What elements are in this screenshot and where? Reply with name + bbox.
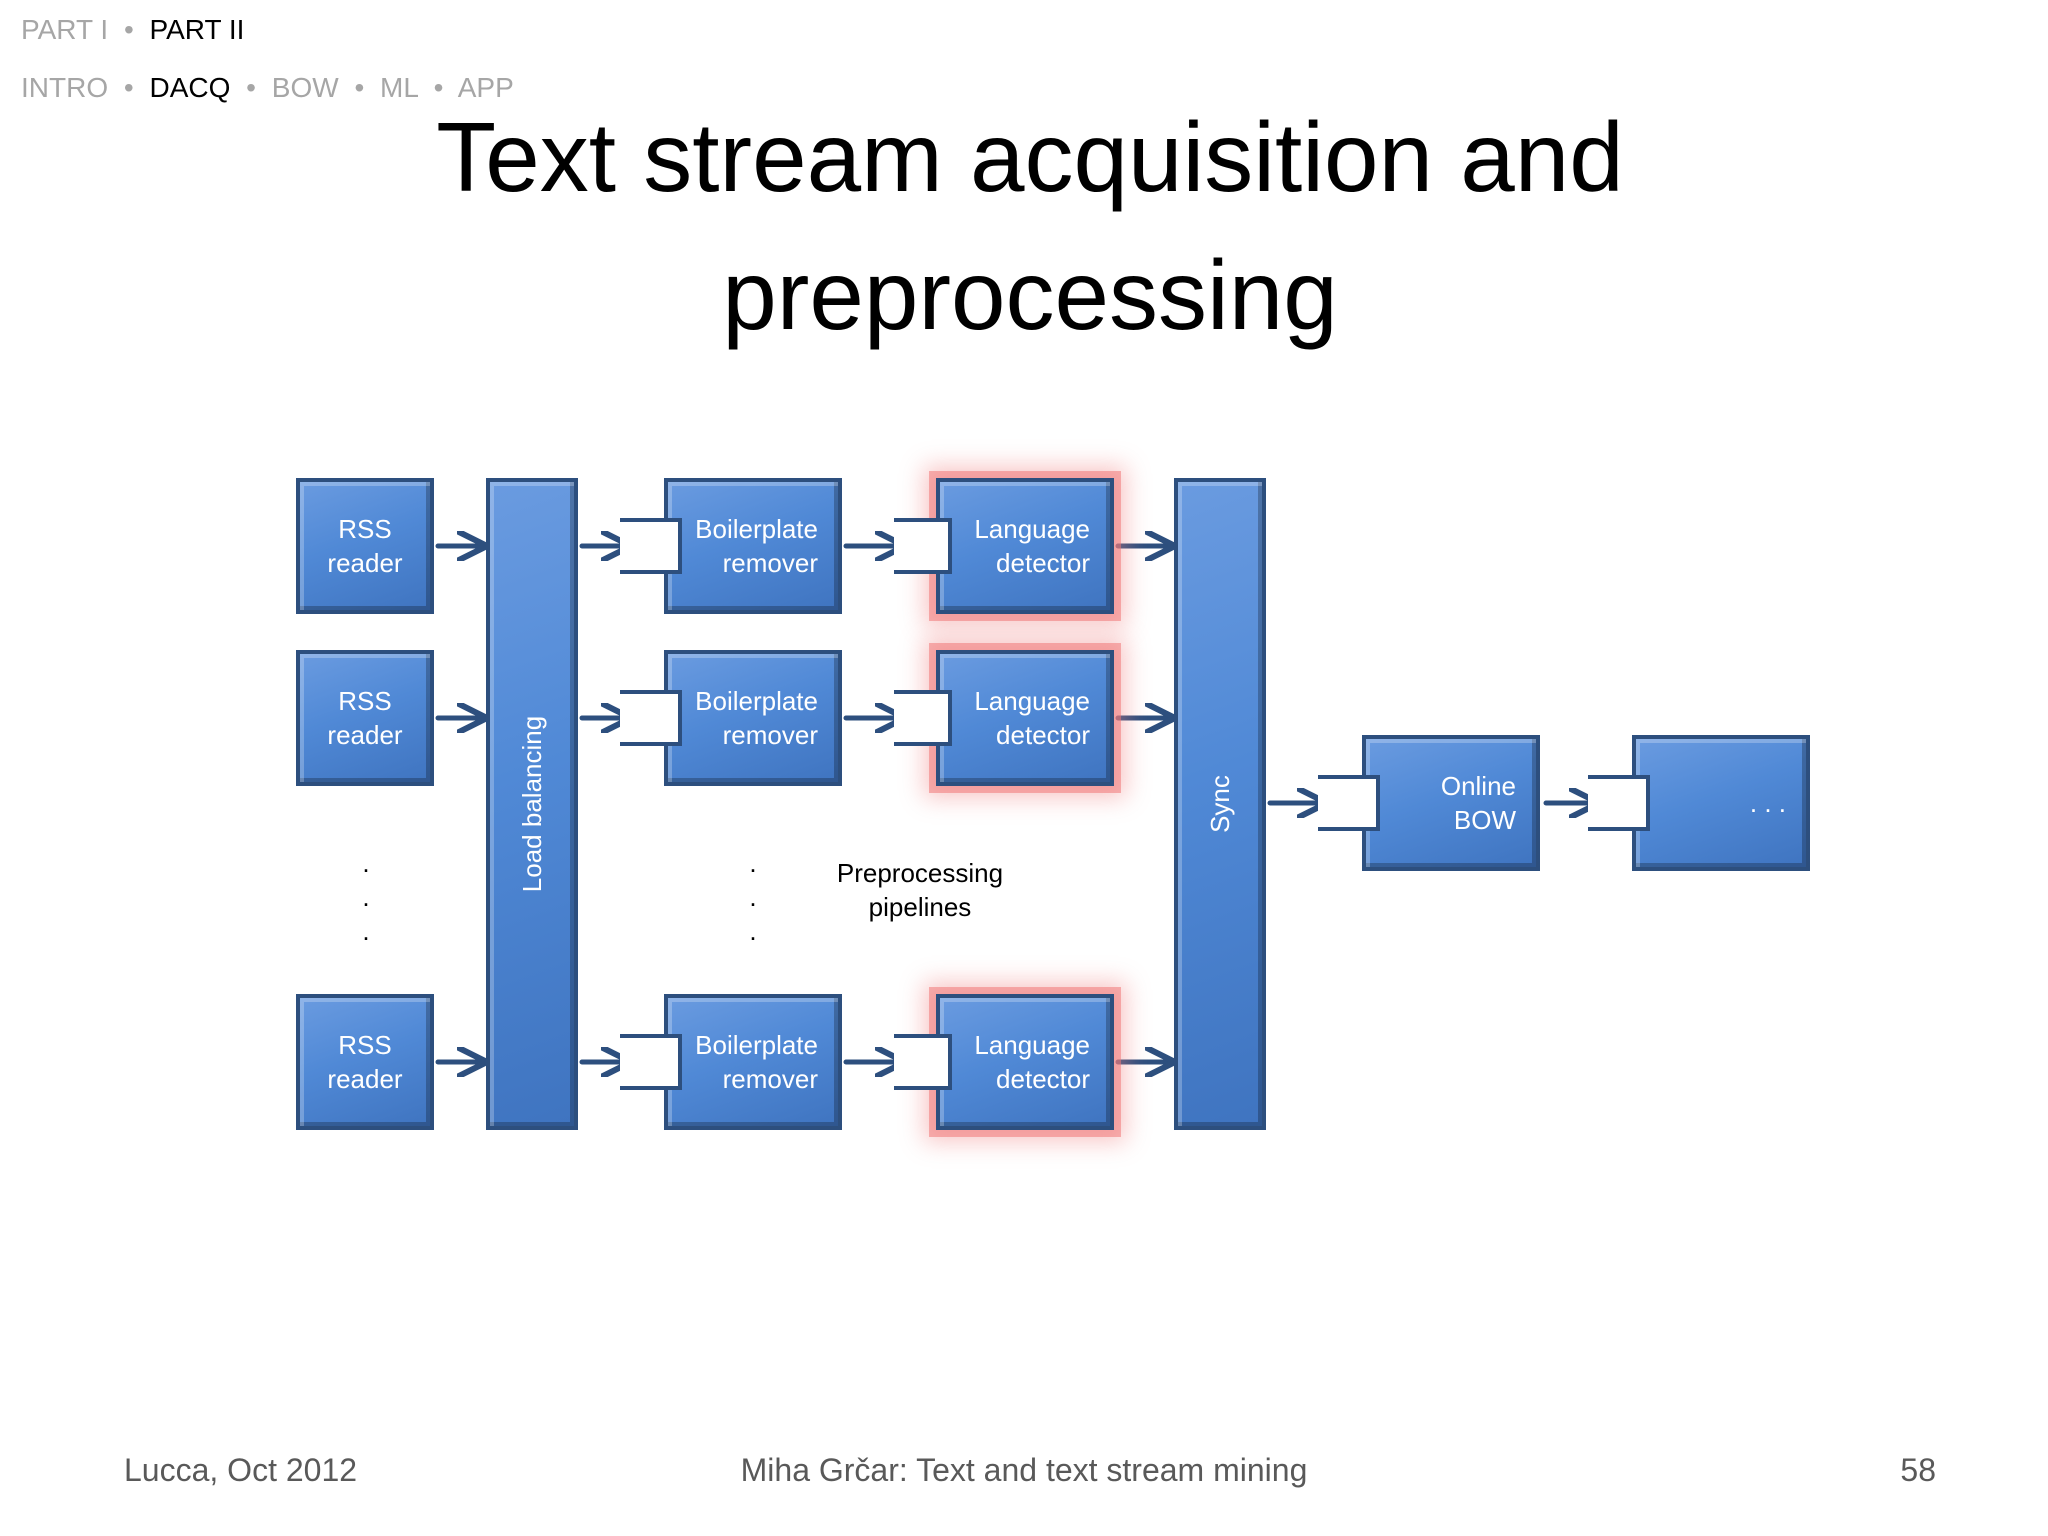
slide-number: 58: [1900, 1452, 1936, 1488]
pipeline-vertical-dots: ...: [749, 848, 757, 946]
language-input-port: [894, 518, 952, 574]
boilerplate-remover-label: Boilerplate: [695, 514, 818, 544]
next-stage-input-port: [1588, 775, 1650, 831]
language-detector-label: Language: [974, 1030, 1090, 1060]
next-stage-box: . . .: [1632, 735, 1810, 871]
boilerplate-remover-label: Boilerplate: [695, 686, 818, 716]
nav-section-bow[interactable]: BOW: [271, 72, 339, 103]
boilerplate-remover-label: Boilerplate: [695, 1030, 818, 1060]
nav-section-intro[interactable]: INTRO: [21, 72, 109, 103]
boilerplate-remover-box: Boilerplate remover: [664, 650, 842, 786]
part-navigation: PART I • PART II: [21, 14, 244, 46]
nav-section-ml[interactable]: ML: [380, 72, 418, 103]
rss-reader-box: RSS reader: [296, 650, 434, 786]
slide-title-line-1: Text stream acquisition and: [436, 102, 1624, 212]
rss-reader-label: RSS: [338, 1030, 392, 1060]
online-bow-label: BOW: [1453, 805, 1516, 835]
slide-title: Text stream acquisition and preprocessin…: [300, 88, 1760, 364]
language-detector-label: Language: [974, 514, 1090, 544]
boilerplate-input-port: [620, 1034, 682, 1090]
boilerplate-remover-label: remover: [722, 548, 818, 578]
nav-part-2[interactable]: PART II: [149, 14, 245, 45]
rss-reader-label: reader: [327, 548, 403, 578]
boilerplate-remover-label: remover: [722, 1064, 818, 1094]
slide-title-line-2: preprocessing: [722, 240, 1338, 350]
section-navigation: INTRO • DACQ • BOW • ML • APP: [21, 72, 514, 104]
sync-box: Sync: [1174, 478, 1266, 1130]
nav-separator: •: [354, 72, 365, 103]
nav-separator: •: [246, 72, 256, 103]
nav-section-app[interactable]: APP: [457, 72, 514, 103]
sync-label: Sync: [1205, 775, 1235, 833]
preprocessing-pipelines-label: Preprocessing pipelines: [820, 856, 1020, 924]
pipelines-label-line-1: Preprocessing: [836, 858, 1004, 888]
boilerplate-input-port: [620, 690, 682, 746]
language-input-port: [894, 1034, 952, 1090]
pipelines-label-line-2: pipelines: [868, 892, 972, 922]
nav-separator: •: [433, 72, 444, 103]
boilerplate-remover-label: remover: [722, 720, 818, 750]
language-detector-label: detector: [996, 720, 1090, 750]
language-input-port: [894, 690, 952, 746]
online-bow-label: Online: [1440, 771, 1516, 801]
nav-section-dacq[interactable]: DACQ: [149, 72, 231, 103]
reader-vertical-dots: ...: [362, 848, 370, 946]
nav-part-1[interactable]: PART I: [21, 14, 109, 45]
language-detector-label: detector: [996, 548, 1090, 578]
language-detector-label: detector: [996, 1064, 1090, 1094]
boilerplate-remover-box: Boilerplate remover: [664, 994, 842, 1130]
language-detector-box: Language detector: [936, 994, 1114, 1130]
rss-reader-box: RSS reader: [296, 994, 434, 1130]
boilerplate-input-port: [620, 518, 682, 574]
online-bow-input-port: [1318, 775, 1380, 831]
rss-reader-label: RSS: [338, 514, 392, 544]
footer-location-date: Lucca, Oct 2012: [124, 1452, 358, 1488]
nav-separator: •: [123, 14, 134, 45]
rss-reader-box: RSS reader: [296, 478, 434, 614]
rss-reader-label: reader: [327, 1064, 403, 1094]
footer-author-title: Miha Grčar: Text and text stream mining: [740, 1452, 1308, 1488]
language-detector-box: Language detector: [936, 650, 1114, 786]
next-stage-ellipsis: . . .: [1749, 788, 1786, 818]
load-balancing-label: Load balancing: [517, 715, 547, 893]
language-detector-label: Language: [974, 686, 1090, 716]
load-balancing-box: Load balancing: [486, 478, 578, 1130]
rss-reader-label: reader: [327, 720, 403, 750]
rss-reader-label: RSS: [338, 686, 392, 716]
language-detector-box: Language detector: [936, 478, 1114, 614]
boilerplate-remover-box: Boilerplate remover: [664, 478, 842, 614]
nav-separator: •: [123, 72, 134, 103]
